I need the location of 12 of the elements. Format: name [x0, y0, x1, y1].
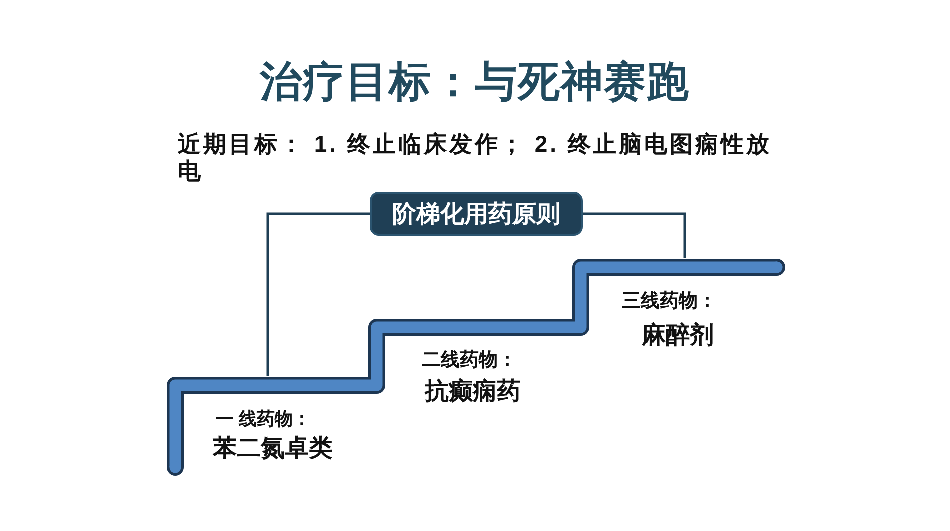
step-heading: 三线药物：: [622, 290, 717, 314]
title: 治疗目标：与死神赛跑: [260, 57, 690, 107]
subtitle: 近期目标： 1. 终止临床发作； 2. 终止脑电图痫性放电: [178, 131, 773, 185]
step-heading: 一 线药物：: [216, 409, 312, 431]
step-caption: 麻醉剂: [642, 322, 714, 350]
connector-line: [266, 212, 370, 376]
heading-box: 阶梯化用药原则: [370, 192, 583, 236]
connector-line: [583, 212, 686, 258]
step-caption: 苯二氮卓类: [213, 434, 333, 464]
stair-step: [166, 376, 360, 476]
step-heading: 二线药物：: [422, 350, 517, 372]
step-caption: 抗癫痫药: [425, 378, 521, 406]
